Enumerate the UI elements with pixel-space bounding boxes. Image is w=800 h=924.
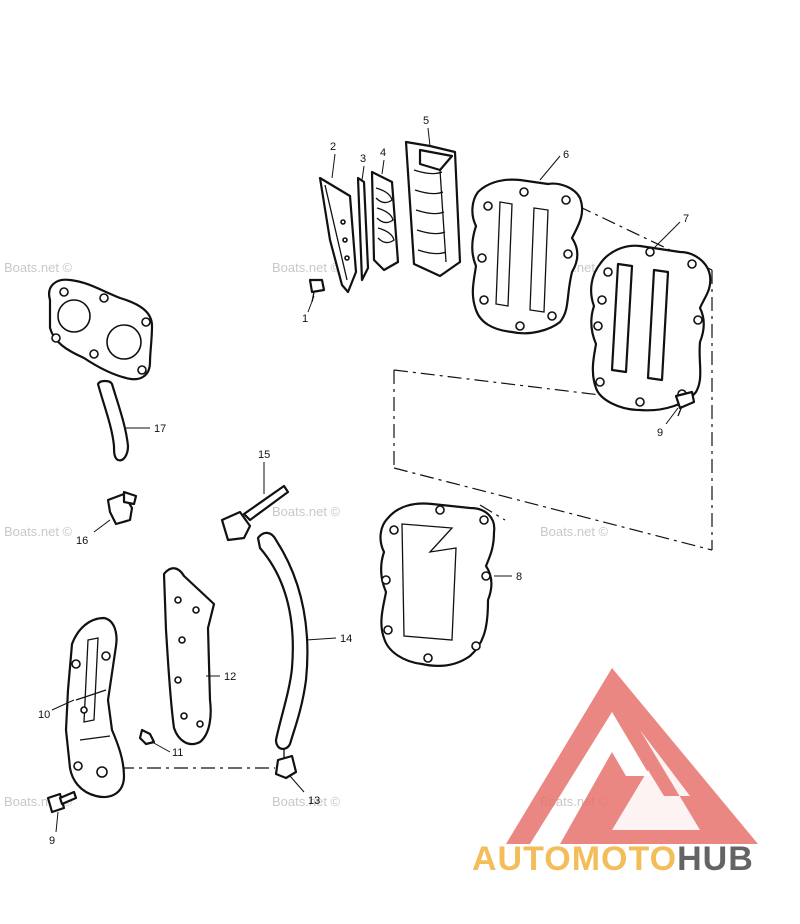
watermark-text: Boats.net ©	[272, 260, 341, 275]
fitting-part-13	[274, 748, 298, 780]
fitting-part-16	[106, 490, 138, 526]
adaptor-plate-part-7	[590, 244, 712, 412]
callout-7: 7	[683, 213, 689, 225]
logo-word-hub: HUB	[677, 840, 754, 878]
callout-14: 14	[340, 633, 352, 645]
callout-15: 15	[258, 449, 270, 461]
callout-5: 5	[423, 115, 429, 127]
gasket-part-6	[471, 178, 584, 335]
callout-3: 3	[360, 153, 366, 165]
cover-housing	[48, 278, 154, 381]
logo-word-moto: MOTO	[572, 840, 677, 878]
hose-part-17	[96, 379, 130, 462]
gasket-part-12	[162, 567, 216, 746]
reed-petals-part-4	[370, 170, 400, 272]
gasket-strip-part-3	[356, 176, 370, 282]
callout-4: 4	[380, 147, 386, 159]
callout-1: 1	[302, 313, 308, 325]
callout-16: 16	[76, 535, 88, 547]
callout-17: 17	[154, 423, 166, 435]
callout-11: 11	[172, 747, 183, 759]
callout-10: 10	[38, 709, 50, 721]
logo-word-auto: AUTO	[472, 840, 572, 878]
gasket-part-8	[379, 502, 496, 667]
screw-part-1	[308, 278, 326, 303]
callout-9-lower: 9	[49, 835, 55, 847]
logo-inner-cut	[612, 730, 700, 830]
callout-leaders	[51, 127, 681, 833]
callout-2: 2	[330, 141, 336, 153]
clip-part-11	[138, 728, 156, 746]
logo-wordmark: AUTOMOTOHUB	[472, 840, 754, 878]
bracket-part-10	[64, 616, 126, 799]
callout-9-upper: 9	[657, 427, 663, 439]
reed-block-part-5	[404, 140, 462, 278]
logo-triangle-mark	[506, 668, 758, 844]
callout-13: 13	[308, 795, 320, 807]
reed-plate-part-2	[318, 176, 358, 294]
callout-12: 12	[224, 671, 236, 683]
watermark-text: Boats.net ©	[272, 504, 341, 519]
watermark-text: Boats.net ©	[4, 524, 73, 539]
watermark-text: Boats.net ©	[540, 524, 609, 539]
watermark-text: Boats.net ©	[4, 260, 73, 275]
automotohub-logo: AUTOMOTOHUB	[472, 668, 758, 878]
hose-part-14	[256, 531, 309, 750]
callout-6: 6	[563, 149, 569, 161]
watermark-text: Boats.net ©	[272, 794, 341, 809]
bolt-part-9-lower	[46, 790, 78, 814]
alignment-lines	[120, 205, 713, 769]
callout-8: 8	[516, 571, 522, 583]
screw-part-9-upper	[674, 390, 696, 417]
fitting-part-15	[220, 484, 290, 542]
callout-labels: 1 2 3 4 5 6 7 8 9 9 10 11 12 13 14 15 16…	[38, 115, 689, 847]
